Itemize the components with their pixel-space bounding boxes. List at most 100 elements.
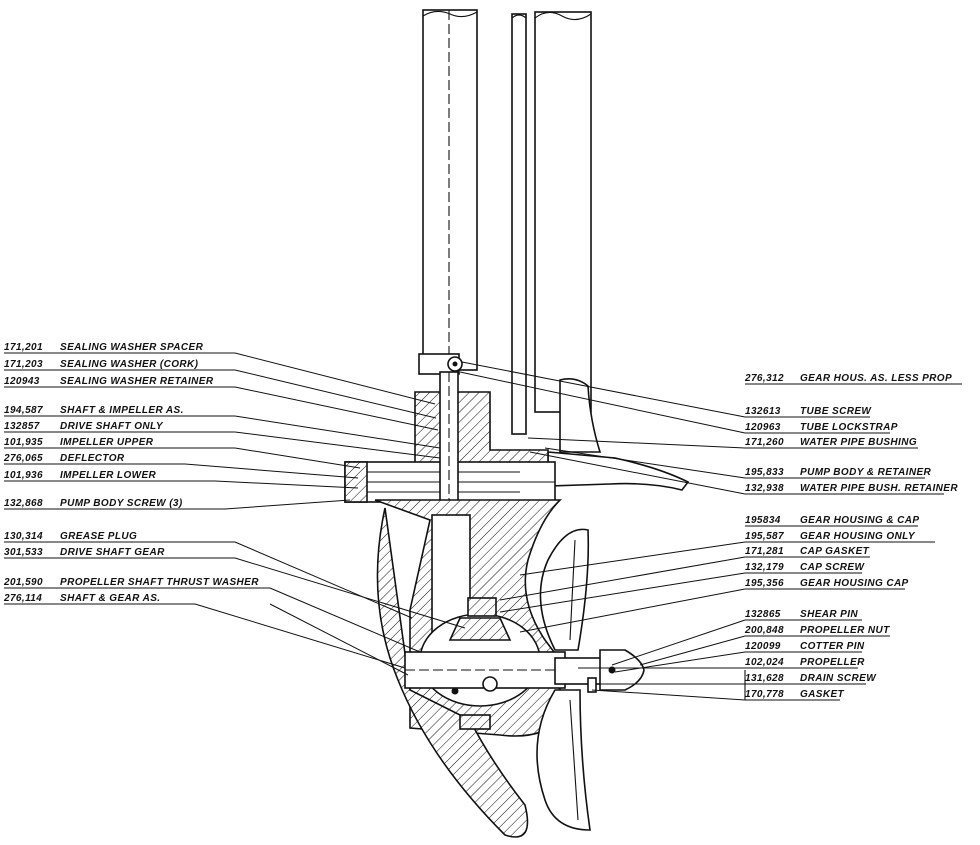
label-gear-housing-cap: 195834 GEAR HOUSING & CAP (745, 515, 919, 527)
part-number: 102,024 (745, 657, 784, 668)
label-propeller-nut: 200,848 PROPELLER NUT (639, 625, 890, 666)
part-number: 171,203 (4, 359, 43, 370)
part-number: 171,201 (4, 342, 43, 353)
part-number: 131,628 (745, 673, 784, 684)
label-propeller-shaft-thrust-washer: 201,590 PROPELLER SHAFT THRUST WASHER (3, 577, 421, 653)
part-name: CAP GASKET (800, 546, 870, 557)
part-number: 171,281 (745, 546, 784, 557)
label-gear-housing-cap-only: 195,356 GEAR HOUSING CAP (519, 578, 909, 633)
part-number: 132,938 (745, 483, 784, 494)
part-name: TUBE LOCKSTRAP (800, 422, 898, 433)
part-name: DRIVE SHAFT GEAR (60, 547, 165, 558)
label-gear-hous-as-less-prop: 276,312 GEAR HOUS. AS. LESS PROP (744, 373, 962, 385)
label-sealing-washer-cork: 171,203 SEALING WASHER (CORK) (4, 359, 437, 419)
part-name: GEAR HOUSING CAP (800, 578, 909, 589)
part-number: 201,590 (3, 577, 43, 588)
part-number: 132865 (745, 609, 781, 620)
part-number: 132,868 (4, 498, 43, 509)
part-number: 200,848 (744, 625, 784, 636)
part-number: 171,260 (745, 437, 784, 448)
part-name: SHAFT & GEAR AS. (60, 593, 160, 604)
rear-tube (534, 11, 592, 413)
part-name: PUMP BODY & RETAINER (800, 467, 932, 478)
part-number: 132857 (4, 421, 40, 432)
part-number: 195834 (745, 515, 781, 526)
part-name: CAP SCREW (800, 562, 866, 573)
part-number: 130,314 (4, 531, 43, 542)
part-number: 170,778 (745, 689, 784, 700)
label-shaft-impeller-as: 194,587 SHAFT & IMPELLER AS. (4, 405, 441, 449)
part-number: 132,179 (745, 562, 784, 573)
part-number: 101,935 (4, 437, 43, 448)
label-tube-screw: 132613 TUBE SCREW (461, 361, 872, 418)
part-name: PUMP BODY SCREW (3) (60, 498, 183, 509)
label-pump-body-screw: 132,868 PUMP BODY SCREW (3) (4, 498, 351, 510)
label-drive-shaft-gear: 301,533 DRIVE SHAFT GEAR (4, 547, 466, 629)
right-labels: 276,312 GEAR HOUS. AS. LESS PROP 132613 … (459, 361, 962, 701)
part-name: PROPELLER (800, 657, 865, 668)
label-sealing-washer-spacer: 171,201 SEALING WASHER SPACER (4, 342, 436, 405)
part-name: IMPELLER UPPER (60, 437, 154, 448)
anti-cavitation-plate (547, 378, 690, 491)
label-deflector: 276,065 DEFLECTOR (3, 453, 359, 479)
label-grease-plug: 130,314 GREASE PLUG (4, 531, 413, 619)
part-name: PROPELLER NUT (800, 625, 890, 636)
tube-clamp (418, 353, 463, 375)
part-name: WATER PIPE BUSHING (800, 437, 917, 448)
part-number: 276,114 (3, 593, 42, 604)
drive-tube (422, 9, 478, 371)
part-name: SEALING WASHER RETAINER (60, 376, 214, 387)
label-pump-body-retainer: 195,833 PUMP BODY & RETAINER (544, 447, 932, 479)
part-name: WATER PIPE BUSH. RETAINER (800, 483, 958, 494)
part-name: TUBE SCREW (800, 406, 872, 417)
part-name: SHAFT & IMPELLER AS. (60, 405, 184, 416)
part-name: GREASE PLUG (60, 531, 137, 542)
label-gear-housing-only: 195,587 GEAR HOUSING ONLY (519, 531, 935, 576)
part-number: 120943 (4, 376, 40, 387)
label-impeller-upper: 101,935 IMPELLER UPPER (4, 437, 361, 469)
part-name: DRIVE SHAFT ONLY (60, 421, 164, 432)
part-number: 194,587 (4, 405, 43, 416)
part-name: COTTER PIN (800, 641, 865, 652)
label-cap-screw: 132,179 CAP SCREW (499, 562, 866, 613)
part-number: 195,356 (745, 578, 784, 589)
part-number: 120099 (745, 641, 781, 652)
label-shear-pin: 132865 SHEAR PIN (611, 609, 862, 666)
label-impeller-lower: 101,936 IMPELLER LOWER (4, 470, 359, 489)
label-propeller: 102,024 PROPELLER (578, 657, 865, 669)
part-name: GEAR HOUSING & CAP (800, 515, 919, 526)
part-number: 276,065 (3, 453, 43, 464)
drawing (344, 9, 690, 838)
part-number: 195,587 (745, 531, 784, 542)
part-number: 120963 (745, 422, 781, 433)
part-number: 301,533 (4, 547, 43, 558)
label-cotter-pin: 120099 COTTER PIN (614, 641, 865, 673)
part-name: GEAR HOUS. AS. LESS PROP (800, 373, 952, 384)
part-name: DRAIN SCREW (800, 673, 877, 684)
part-number: 101,936 (4, 470, 43, 481)
label-shaft-gear-as: 276,114 SHAFT & GEAR AS. (3, 593, 409, 676)
part-name: GEAR HOUSING ONLY (800, 531, 916, 542)
part-name: IMPELLER LOWER (60, 470, 157, 481)
label-drive-shaft-only: 132857 DRIVE SHAFT ONLY (4, 421, 441, 459)
label-tube-lockstrap: 120963 TUBE LOCKSTRAP (459, 371, 898, 434)
gear-case (404, 597, 580, 730)
part-name: SHEAR PIN (800, 609, 858, 620)
propeller-hub (554, 649, 645, 693)
label-drain-screw: 131,628 DRAIN SCREW (596, 673, 877, 685)
part-name: DEFLECTOR (60, 453, 125, 464)
part-name: SEALING WASHER (CORK) (60, 359, 199, 370)
label-water-pipe-bush-retainer: 132,938 WATER PIPE BUSH. RETAINER (529, 451, 958, 495)
water-pipe (511, 13, 527, 435)
part-name: PROPELLER SHAFT THRUST WASHER (60, 577, 259, 588)
label-cap-gasket: 171,281 CAP GASKET (499, 546, 870, 601)
propeller (536, 528, 591, 831)
label-gasket: 170,778 GASKET (591, 670, 845, 701)
part-number: 276,312 (744, 373, 784, 384)
part-name: SEALING WASHER SPACER (60, 342, 204, 353)
part-name: GASKET (800, 689, 845, 700)
left-labels: 171,201 SEALING WASHER SPACER 171,203 SE… (3, 342, 466, 676)
part-number: 132613 (745, 406, 781, 417)
label-water-pipe-bushing: 171,260 WATER PIPE BUSHING (527, 437, 918, 449)
